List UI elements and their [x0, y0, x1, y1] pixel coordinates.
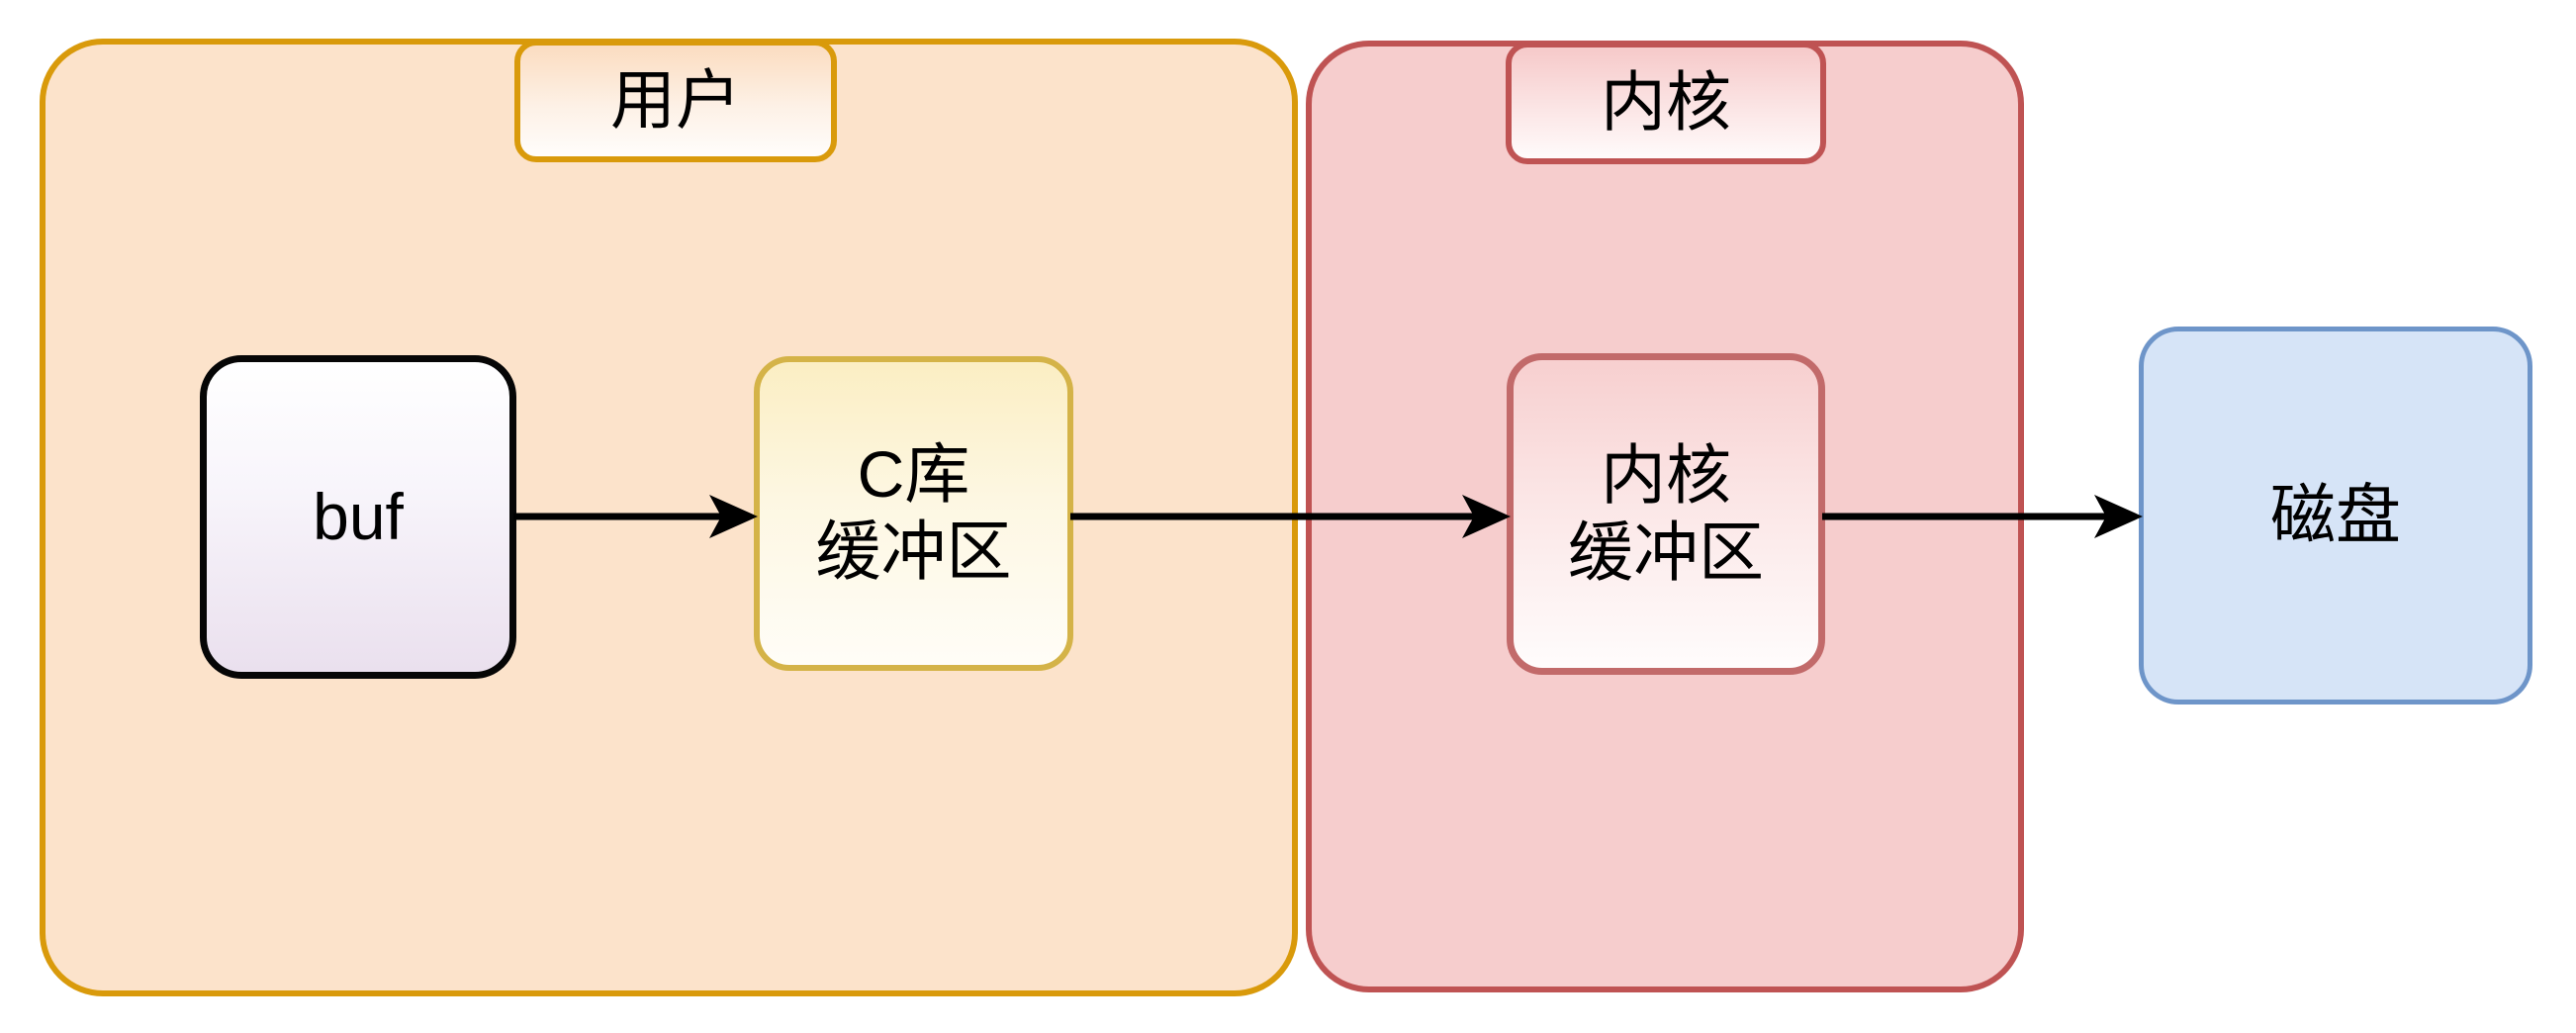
kernel-space-region-label: 内核 — [1506, 42, 1826, 164]
node-disk[interactable]: 磁盘 — [2139, 327, 2532, 704]
node-c-library-buffer[interactable]: C库 缓冲区 — [754, 356, 1073, 671]
node-kernel-buffer[interactable]: 内核 缓冲区 — [1507, 353, 1825, 675]
node-buf[interactable]: buf — [200, 355, 516, 679]
user-space-region-label: 用户 — [514, 40, 837, 162]
